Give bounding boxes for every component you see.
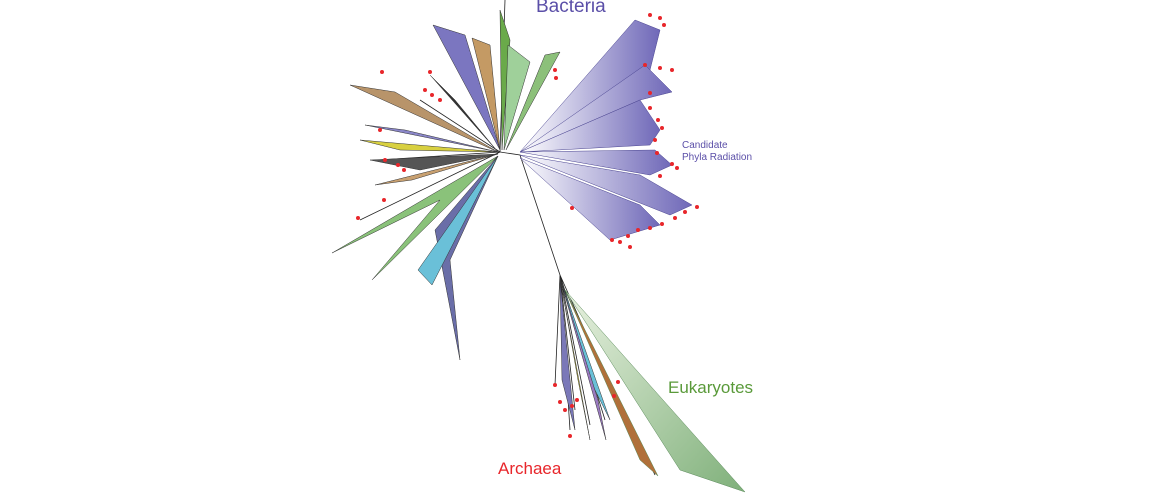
cpr-label: Candidate Phyla Radiation: [682, 140, 752, 164]
bacteria-label: Bacteria: [536, 0, 606, 17]
cpr-label-line2: Phyla Radiation: [682, 152, 753, 163]
archaea-label: Archaea: [498, 459, 562, 478]
cpr-clades: [519, 19, 693, 241]
bacteria-clades: [331, 9, 561, 361]
cpr-label-line1: Candidate: [682, 140, 728, 151]
eukaryote-clades: [564, 289, 746, 493]
highlight-dots: [356, 13, 699, 438]
archaea-clades: [559, 277, 611, 441]
eukaryotes-label: Eukaryotes: [668, 378, 754, 397]
